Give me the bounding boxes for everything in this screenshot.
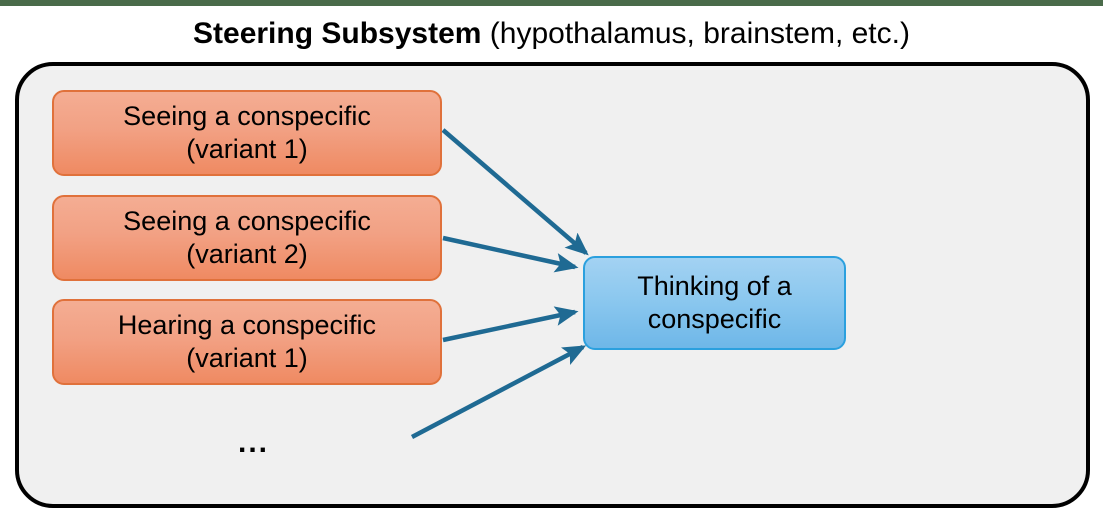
top-edge-strip [0, 0, 1103, 6]
node-seeing-conspecific-variant-2[interactable]: Seeing a conspecific (variant 2) [52, 195, 442, 281]
node-label-line1: Seeing a conspecific [123, 206, 371, 236]
node-label-line1: Thinking of a [637, 271, 792, 301]
node-label-line1: Seeing a conspecific [123, 101, 371, 131]
page-title-regular: (hypothalamus, brainstem, etc.) [481, 17, 910, 50]
node-label-line2: (variant 1) [186, 343, 308, 373]
node-label-line2: (variant 1) [186, 134, 308, 164]
node-hearing-conspecific-variant-1[interactable]: Hearing a conspecific (variant 1) [52, 299, 442, 385]
node-label-line1: Hearing a conspecific [117, 310, 377, 340]
page-title-bold: Steering Subsystem [193, 17, 482, 50]
node-label-line2: (variant 2) [186, 239, 308, 269]
more-inputs-ellipsis: ... [238, 426, 270, 459]
node-label: Hearing a conspecific (variant 1) [118, 309, 376, 375]
node-label: Seeing a conspecific (variant 1) [123, 100, 371, 166]
node-label: Seeing a conspecific (variant 2) [123, 205, 371, 271]
node-thinking-of-a-conspecific[interactable]: Thinking of a conspecific [583, 256, 846, 350]
node-seeing-conspecific-variant-1[interactable]: Seeing a conspecific (variant 1) [52, 90, 442, 176]
node-label: Thinking of a conspecific [637, 270, 792, 336]
page-title: Steering Subsystem (hypothalamus, brains… [0, 16, 1103, 52]
node-label-line2: conspecific [647, 304, 782, 334]
